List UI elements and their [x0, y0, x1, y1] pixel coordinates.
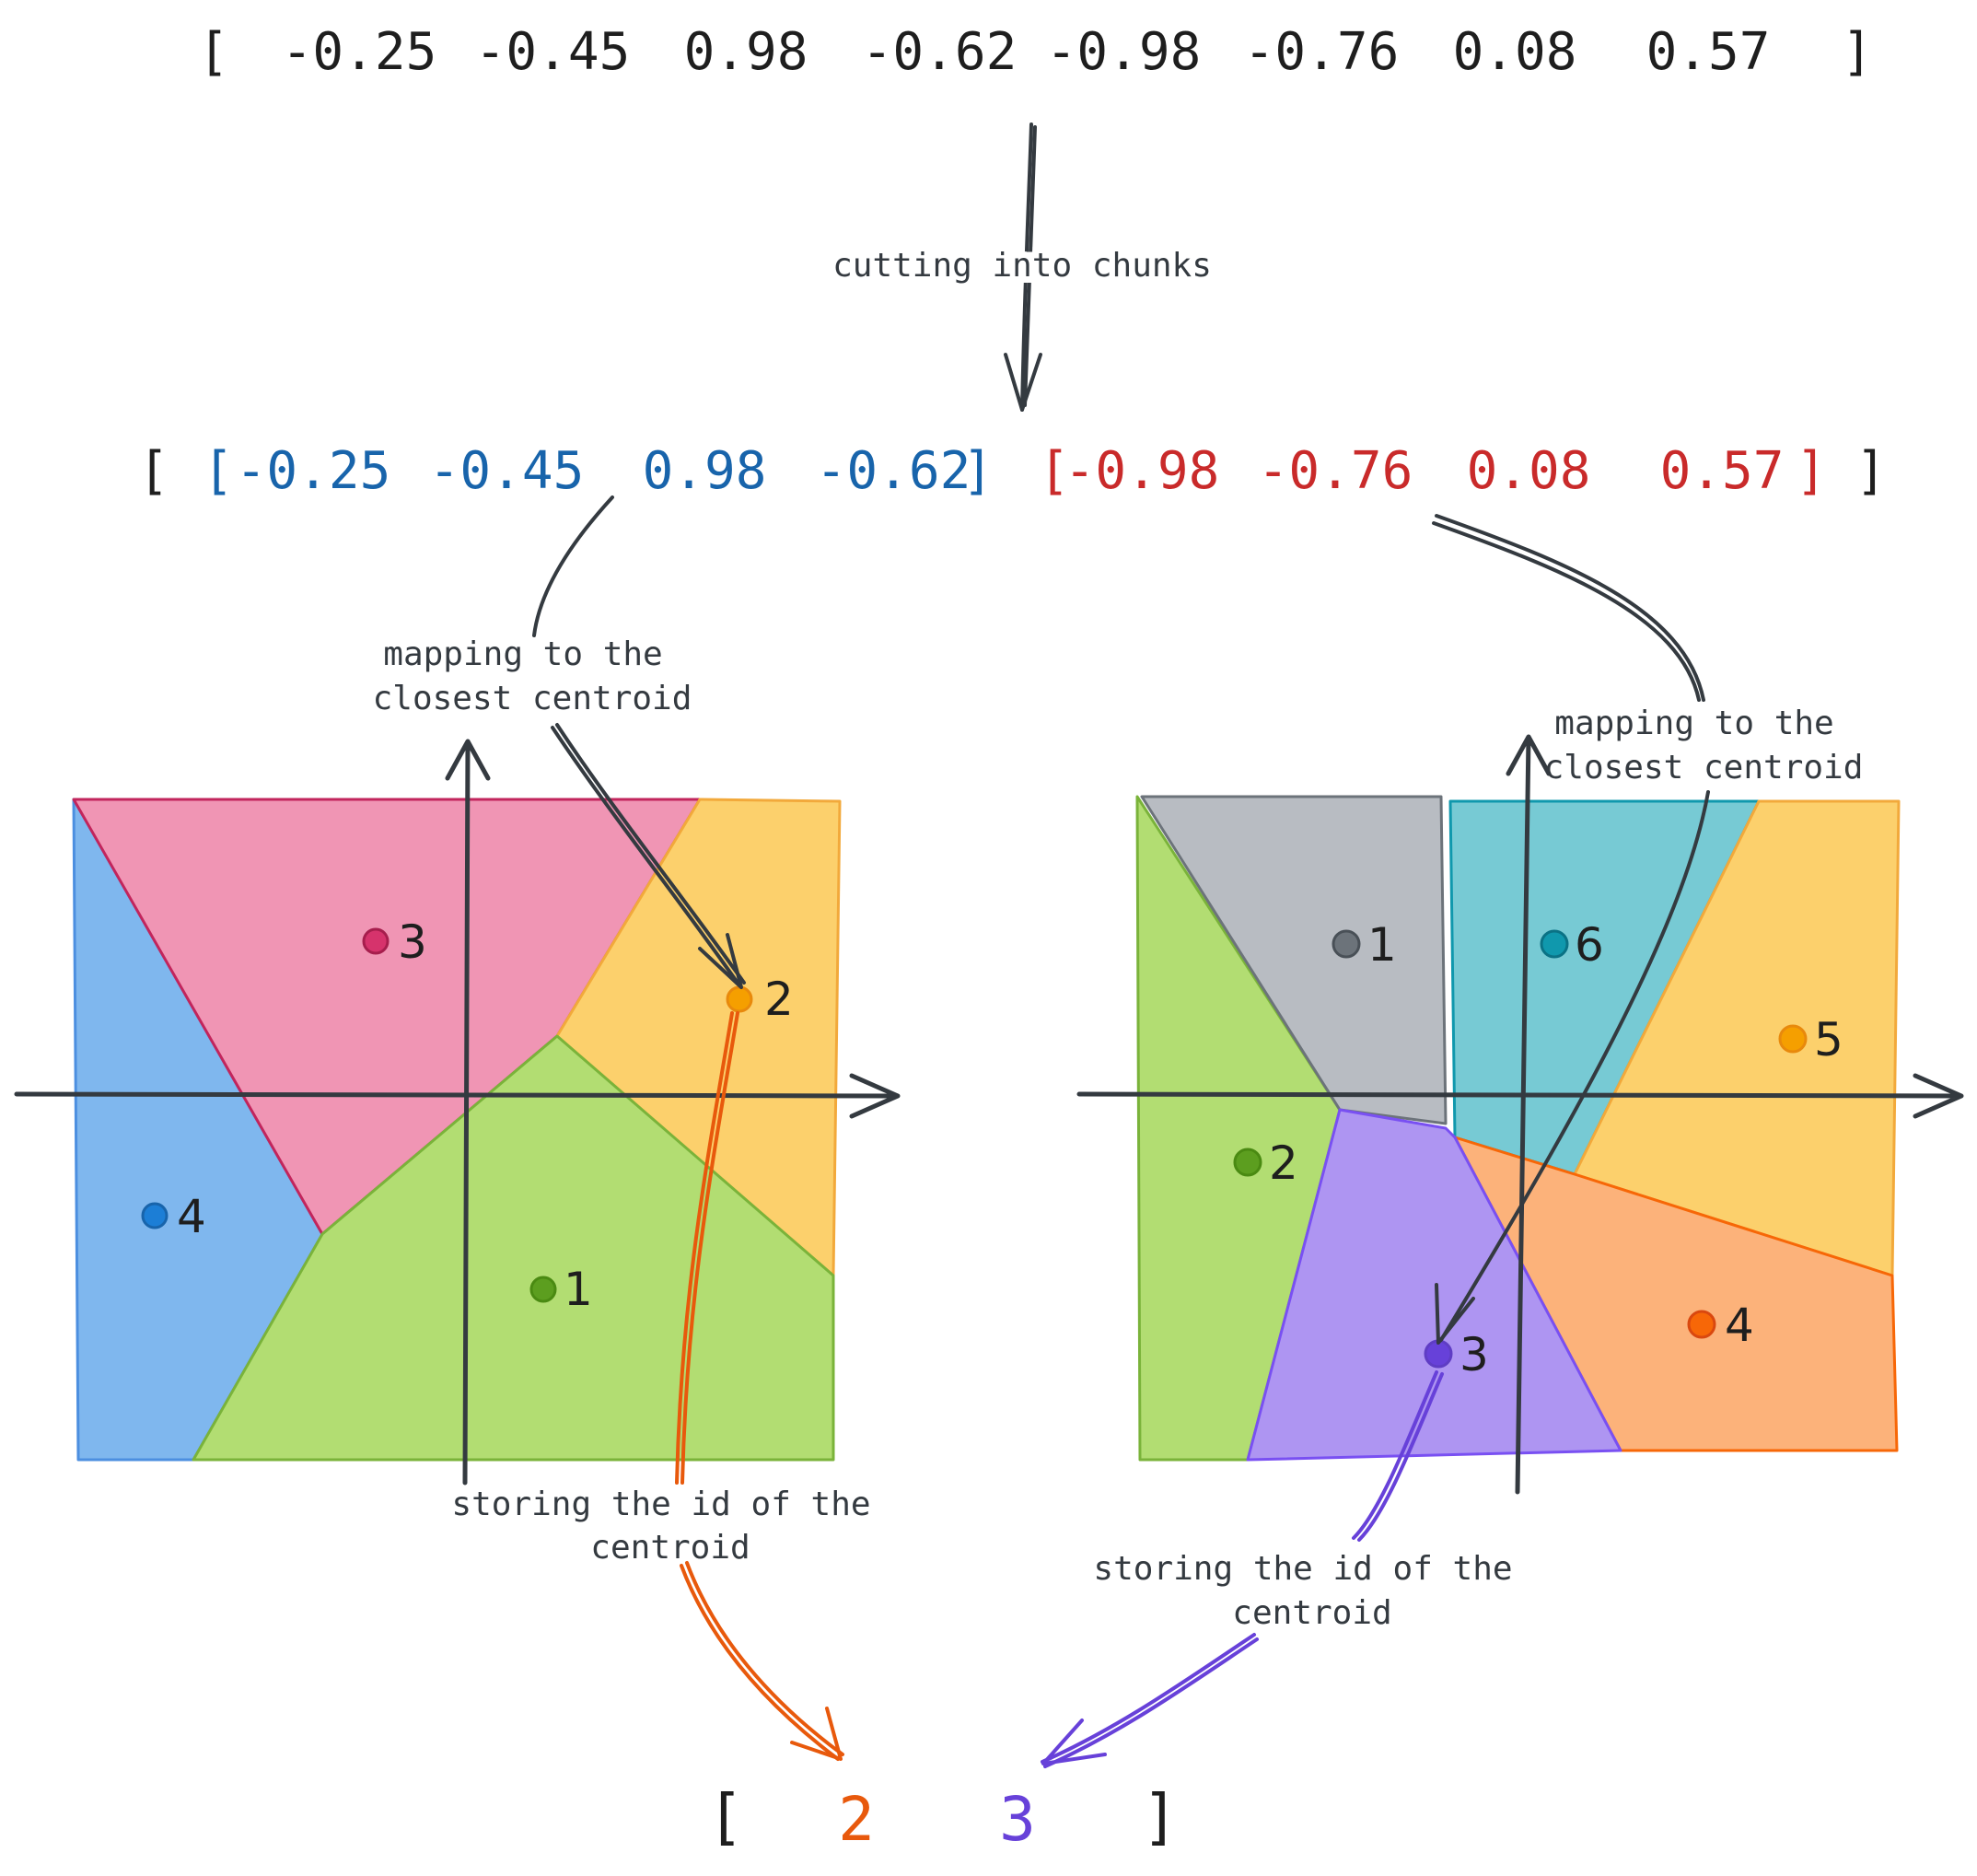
chunk2-close-bracket: ]: [1796, 441, 1827, 501]
original-vector-value: 0.57: [1646, 22, 1771, 82]
chunk1-value: -0.25: [236, 441, 391, 501]
result-close-bracket: ]: [1142, 1781, 1179, 1852]
right-y-axis: [1506, 734, 1552, 1495]
cutting-label: cutting into chunks: [832, 247, 1212, 285]
right-mapping-label-line1: mapping to the: [1554, 705, 1833, 742]
chunk2-value: 0.08: [1467, 441, 1591, 501]
right-centroid-dot-1: [1332, 929, 1361, 959]
original-vector-close-bracket: ]: [1842, 22, 1873, 82]
right-centroid-label-1: 1: [1367, 918, 1397, 972]
original-vector-value: -0.98: [1046, 22, 1202, 82]
left-storing-label-line1: storing the id of the: [451, 1486, 870, 1523]
result-open-bracket: [: [707, 1781, 744, 1852]
original-vector-open-bracket: [: [198, 22, 229, 82]
right-x-axis: [1076, 1073, 1964, 1119]
chunked-outer-open-bracket: [: [138, 441, 169, 501]
chunk1-value: -0.62: [816, 441, 971, 501]
left-mapping-label-line2: closest centroid: [373, 680, 692, 717]
left-mapping-label-line1: mapping to the: [383, 635, 662, 673]
chunk2-open-bracket: [: [1039, 441, 1070, 501]
left-mapping-arrow: mapping to the closest centroid: [373, 495, 746, 989]
original-vector: [ -0.25 -0.45 0.98 -0.62 -0.98 -0.76 0.0…: [198, 22, 1873, 82]
left-centroid-label-4: 4: [177, 1190, 206, 1243]
right-centroid-label-2: 2: [1269, 1136, 1298, 1190]
right-storing-label-line1: storing the id of the: [1093, 1550, 1512, 1588]
original-vector-value: -0.45: [475, 22, 631, 82]
chunked-outer-close-bracket: ]: [1855, 441, 1887, 501]
chunk2-value: 0.57: [1660, 441, 1785, 501]
left-region-1: [192, 1034, 835, 1462]
result-id-1: 2: [838, 1784, 875, 1855]
right-voronoi-plot: 1 2 3 4 5 6: [1076, 734, 1964, 1495]
left-centroid-label-2: 2: [764, 973, 794, 1026]
chunk1-open-bracket: [: [203, 441, 234, 501]
right-mapping-arrow: mapping to the closest centroid: [1432, 514, 1864, 1345]
right-region-1: [1140, 795, 1448, 1125]
left-centroid-label-1: 1: [564, 1263, 593, 1316]
right-storing-label-line2: centroid: [1232, 1594, 1391, 1632]
right-centroid-dot-5: [1778, 1024, 1808, 1054]
original-vector-value: 0.08: [1453, 22, 1577, 82]
right-storing-arrow: storing the id of the centroid: [1041, 1370, 1513, 1768]
chunk2-value: -0.98: [1064, 441, 1220, 501]
right-centroid-label-4: 4: [1725, 1299, 1754, 1352]
left-centroid-label-3: 3: [398, 915, 427, 969]
chunk1-value: 0.98: [643, 441, 767, 501]
left-centroid-dot-2: [726, 985, 753, 1013]
left-voronoi-plot: 1 2 3 4: [14, 739, 901, 1486]
left-centroid-dot-3: [362, 927, 390, 955]
left-storing-arrow: storing the id of the centroid: [451, 1011, 871, 1761]
left-x-axis: [14, 1073, 901, 1119]
right-centroid-label-6: 6: [1575, 918, 1604, 972]
right-centroid-label-5: 5: [1814, 1013, 1843, 1066]
left-centroid-dot-4: [141, 1202, 169, 1229]
right-centroid-dot-6: [1540, 929, 1569, 959]
cutting-arrow: cutting into chunks: [826, 122, 1218, 412]
left-storing-label-line2: centroid: [590, 1529, 750, 1567]
chunk1-value: -0.45: [429, 441, 585, 501]
left-y-axis: [445, 739, 491, 1486]
original-vector-value: 0.98: [684, 22, 808, 82]
original-vector-value: -0.25: [282, 22, 437, 82]
original-vector-value: -0.62: [862, 22, 1018, 82]
right-region-3: [1246, 1108, 1622, 1462]
right-centroid-dot-3: [1424, 1339, 1453, 1369]
right-mapping-label-line2: closest centroid: [1544, 749, 1864, 787]
result-id-2: 3: [999, 1784, 1036, 1855]
left-centroid-dot-1: [529, 1276, 557, 1303]
result-vector: [ 2 3 ]: [707, 1781, 1179, 1855]
chunk1-close-bracket: ]: [962, 441, 994, 501]
right-centroid-dot-2: [1233, 1148, 1262, 1177]
chunked-vector: [ [ -0.25 -0.45 0.98 -0.62 ] [ -0.98 -0.…: [138, 441, 1887, 501]
right-centroid-dot-4: [1687, 1310, 1716, 1339]
right-centroid-label-3: 3: [1459, 1328, 1489, 1381]
chunk2-value: -0.76: [1258, 441, 1413, 501]
original-vector-value: -0.76: [1244, 22, 1400, 82]
